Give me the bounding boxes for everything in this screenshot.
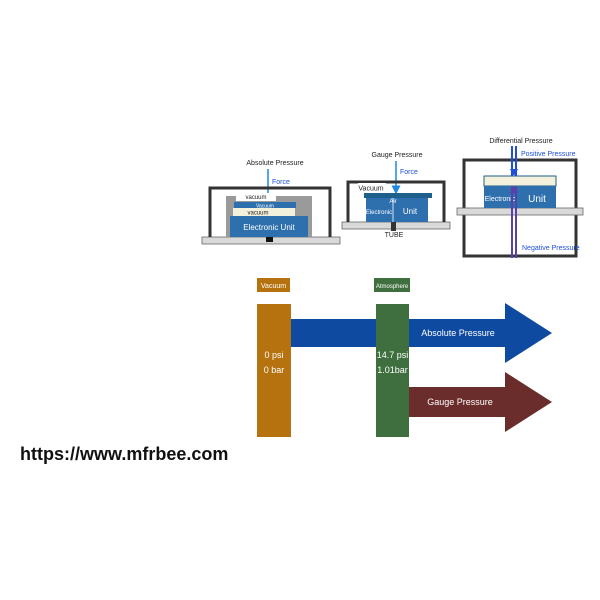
vacuum-bar-value: 0 bar <box>264 365 285 375</box>
atmosphere-header-label: Atmosphere <box>376 284 409 290</box>
vacuum-header <box>257 278 290 292</box>
absolute-vacuum-top-box <box>236 193 276 201</box>
gauge-arrow-head <box>505 372 552 432</box>
gauge-electronic-unit <box>366 198 428 222</box>
absolute-electronic-unit <box>230 216 308 237</box>
pressure-scale: Absolute Pressure Gauge Pressure Vacuum … <box>257 278 552 437</box>
differential-positive-arrow <box>510 169 518 176</box>
absolute-vacuum-bottom: vacuum <box>247 211 268 217</box>
absolute-housing <box>208 186 332 237</box>
vacuum-header-label: Vacuum <box>261 283 286 290</box>
watermark-url: https://www.mfrbee.com <box>20 444 229 464</box>
absolute-title: Absolute Pressure <box>246 160 303 167</box>
differential-chamber <box>483 175 557 187</box>
absolute-vacuum-chamber <box>233 208 295 216</box>
gauge-vacuum-label: Vacuum <box>358 186 383 193</box>
gauge-tube <box>391 222 396 231</box>
absolute-arrow-head <box>505 303 552 363</box>
absolute-sensor: Absolute Pressure Force Electronic Unit … <box>201 160 341 245</box>
gauge-arrow-shaft <box>408 387 505 417</box>
gauge-sensor: Gauge Pressure Force Vacuum Air Electron… <box>341 152 451 239</box>
differential-mount-plate <box>456 207 584 216</box>
atmosphere-header <box>374 278 410 292</box>
gauge-arrow-label: Gauge Pressure <box>427 397 493 407</box>
differential-electronic-unit <box>484 186 556 208</box>
atmosphere-psi: 14.7 psi <box>377 350 409 360</box>
differential-title: Differential Pressure <box>489 138 552 145</box>
gauge-force-label: Force <box>400 169 418 176</box>
absolute-diaphragm <box>234 202 296 208</box>
gauge-electronic-label: Electronic <box>366 210 392 216</box>
differential-positive-label: Positive Pressure <box>521 151 576 158</box>
absolute-vacuum-mid: Vacuum <box>256 204 274 210</box>
vacuum-psi: 0 psi <box>264 350 283 360</box>
differential-electronic-label: Electronic <box>485 196 516 203</box>
differential-negative-arrow <box>510 186 518 193</box>
atmosphere-bar <box>376 304 409 437</box>
differential-sensor: Differential Pressure Electronic Unit Po… <box>456 138 584 258</box>
gauge-unit-label: Unit <box>403 207 418 216</box>
absolute-force-label: Force <box>272 179 290 186</box>
gauge-air-label: Air <box>389 199 396 205</box>
gauge-diaphragm <box>364 193 432 198</box>
differential-unit-label: Unit <box>528 194 546 205</box>
absolute-port <box>266 237 273 242</box>
absolute-vacuum-top: vacuum <box>245 195 266 201</box>
absolute-arrow-label: Absolute Pressure <box>421 328 495 338</box>
gauge-housing <box>346 180 446 222</box>
absolute-unit-label: Electronic Unit <box>243 223 295 232</box>
gauge-vacuum-box <box>358 183 386 193</box>
differential-negative-label: Negative Pressure <box>522 245 580 252</box>
vacuum-bar <box>257 304 291 437</box>
gauge-tube-label: TUBE <box>385 232 404 239</box>
atmosphere-bar-value: 1.01bar <box>377 365 408 375</box>
gauge-title: Gauge Pressure <box>372 152 423 159</box>
